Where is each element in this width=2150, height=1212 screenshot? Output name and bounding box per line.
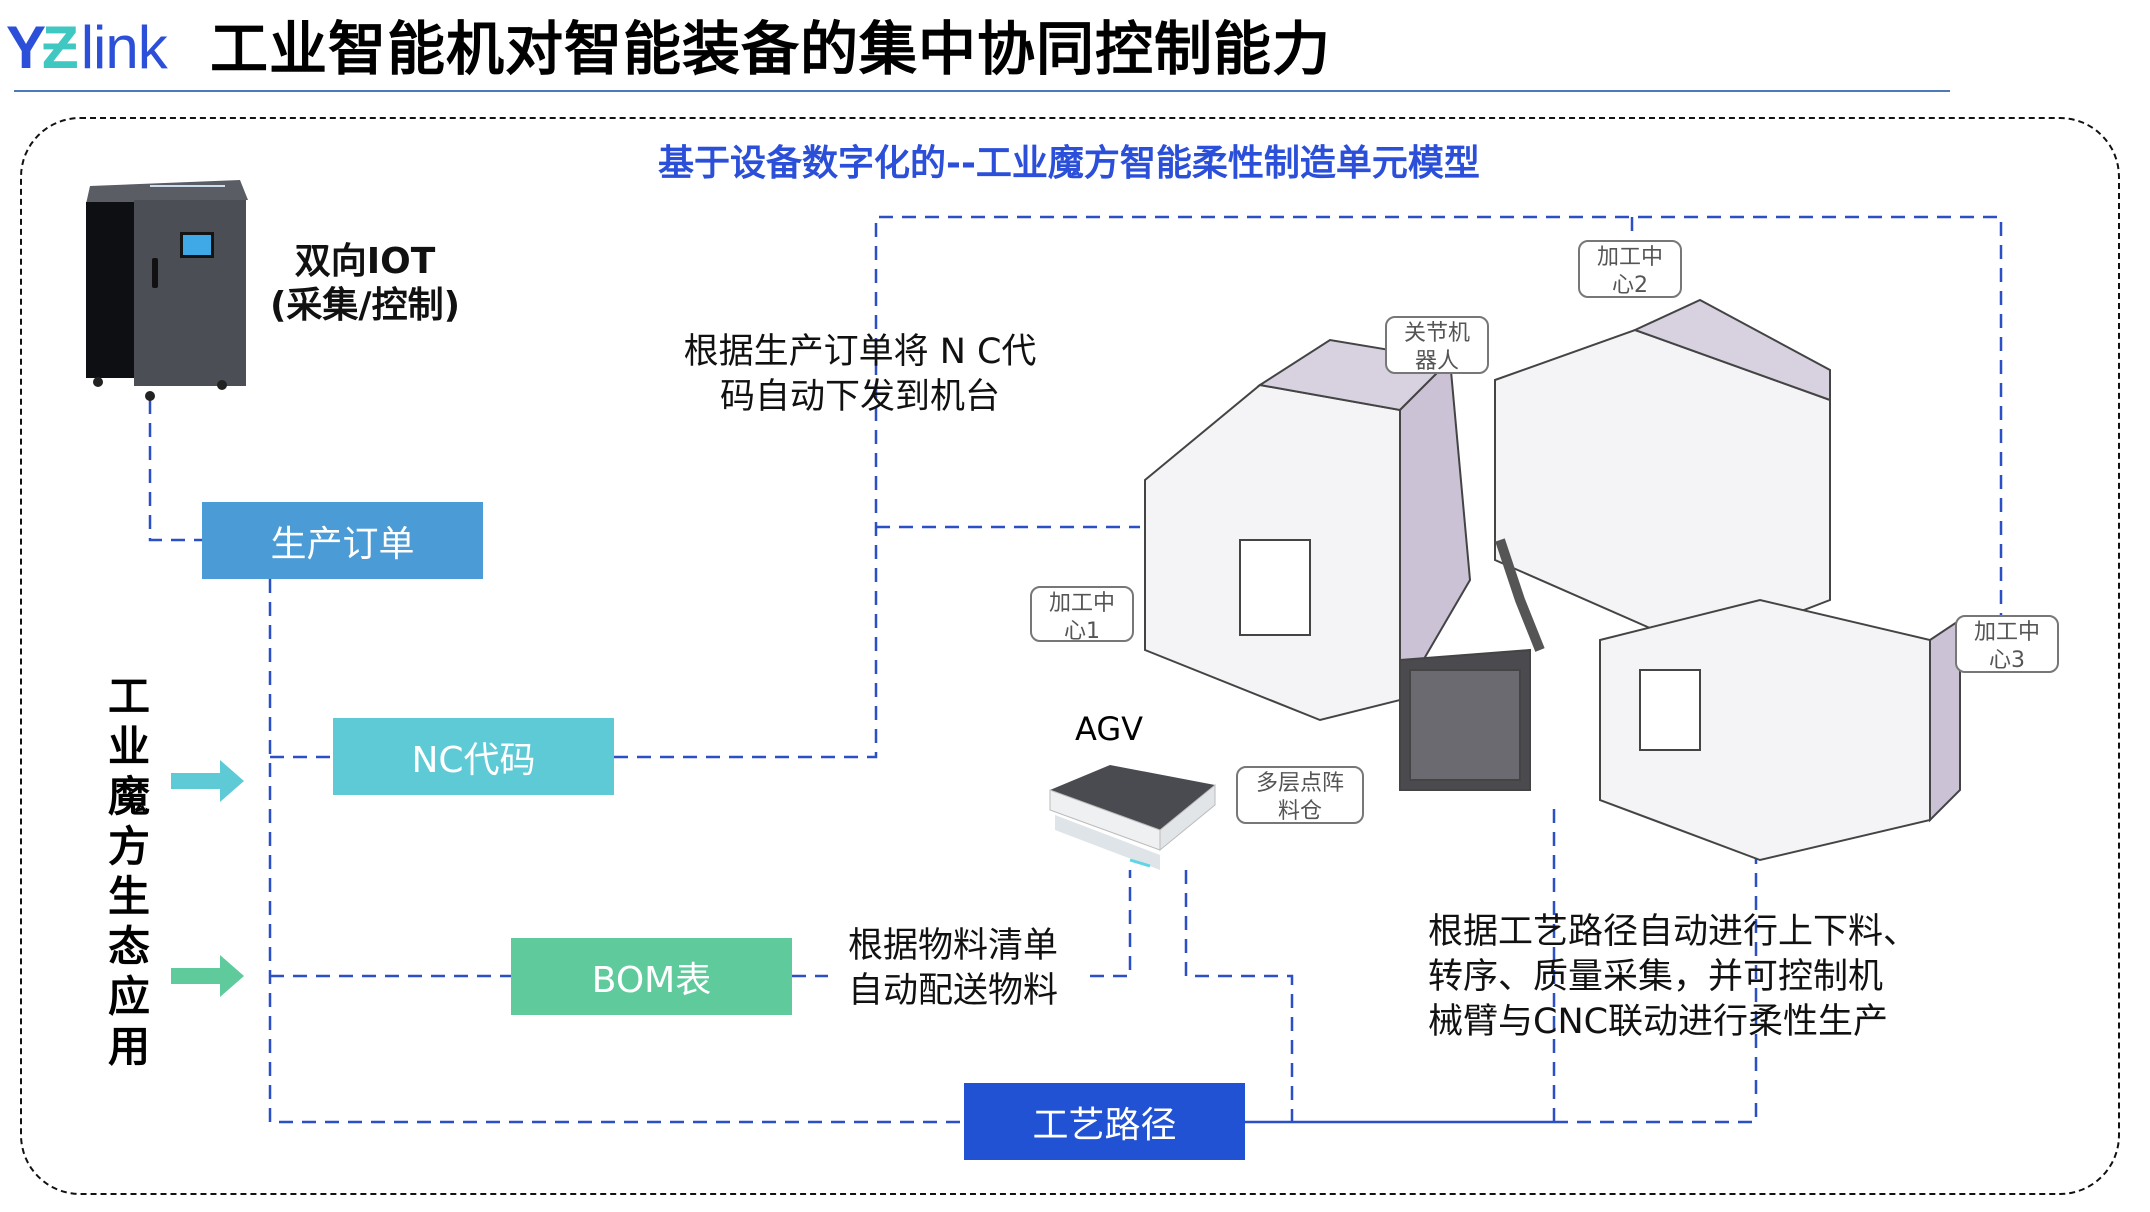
- diagram-frame: [20, 117, 2120, 1195]
- iot-cabinet-icon: [86, 180, 248, 401]
- diagram-subtitle: 基于设备数字化的--工业魔方智能柔性制造单元模型: [658, 143, 1480, 184]
- bom-note-line: 自动配送物料: [848, 971, 1059, 1011]
- bom-box[interactable]: BOM表: [511, 938, 792, 1015]
- logo-letter-y: Y: [6, 14, 46, 81]
- page-title: 工业智能机对智能装备的集中协同控制能力: [210, 15, 1332, 83]
- callout-text: 器人: [1414, 349, 1459, 374]
- callout-text: 心1: [1064, 619, 1100, 644]
- callout-storage-rack: 多层点阵 料仓: [1236, 766, 1364, 824]
- bom-note: 根据物料清单 自动配送物料: [848, 924, 1058, 1014]
- process-route-box[interactable]: 工艺路径: [964, 1083, 1245, 1160]
- callout-text: 加工中: [1048, 591, 1115, 616]
- route-note-line: 根据工艺路径自动进行上下料、: [1428, 912, 1919, 952]
- callout-text: 关节机: [1403, 321, 1470, 346]
- callout-text: 心3: [1989, 648, 2025, 673]
- production-order-box[interactable]: 生产订单: [202, 502, 483, 579]
- nc-note-line: 根据生产订单将 N C代: [683, 332, 1037, 372]
- connector-nc-machines: [614, 215, 2003, 759]
- iot-label-line1: 双向IOT: [294, 241, 436, 282]
- header-divider: [14, 90, 1950, 92]
- iot-label-line2: (采集/控制): [269, 285, 461, 326]
- callout-text: 加工中: [1596, 245, 1663, 270]
- machining-cell-illustration: [1144, 298, 1961, 862]
- agv-robot-icon: [1049, 765, 1216, 870]
- connector-agv-route: [1184, 870, 1294, 1122]
- connector-note-agv: [1090, 870, 1132, 978]
- iot-label: 双向IOT (采集/控制): [262, 240, 468, 328]
- callout-machining-center-3: 加工中 心3: [1955, 615, 2059, 673]
- nc-code-box[interactable]: NC代码: [333, 718, 614, 795]
- arrow-right-icon: [171, 955, 244, 997]
- connector-iot-order: [148, 400, 202, 542]
- nc-note: 根据生产订单将 N C代 码自动下发到机台: [660, 330, 1060, 420]
- route-note: 根据工艺路径自动进行上下料、 转序、质量采集，并可控制机 械臂与CNC联动进行柔…: [1428, 910, 1918, 1045]
- ecosystem-label: 工业魔方生态应用: [107, 672, 150, 1071]
- connector-order-trunk: [268, 579, 964, 1124]
- callout-machining-center-1: 加工中 心1: [1030, 586, 1134, 644]
- logo-mark: Ƶ: [42, 14, 79, 81]
- callout-text: 多层点阵: [1255, 771, 1344, 796]
- callout-joint-robot: 关节机 器人: [1385, 316, 1489, 374]
- callout-machining-center-2: 加工中 心2: [1578, 240, 1682, 298]
- ylink-logo: Y Ƶ link: [6, 14, 168, 81]
- nc-note-line: 码自动下发到机台: [719, 377, 1000, 417]
- callout-text: 加工中: [1973, 620, 2040, 645]
- agv-label: AGV: [1075, 710, 1144, 748]
- route-note-line: 转序、质量采集，并可控制机: [1428, 957, 1884, 997]
- logo-text: link: [80, 14, 168, 81]
- arrow-right-icon: [171, 760, 244, 802]
- callout-text: 料仓: [1277, 799, 1322, 824]
- bom-note-line: 根据物料清单: [848, 926, 1059, 966]
- callout-text: 心2: [1612, 273, 1648, 298]
- route-note-line: 械臂与CNC联动进行柔性生产: [1428, 1002, 1889, 1042]
